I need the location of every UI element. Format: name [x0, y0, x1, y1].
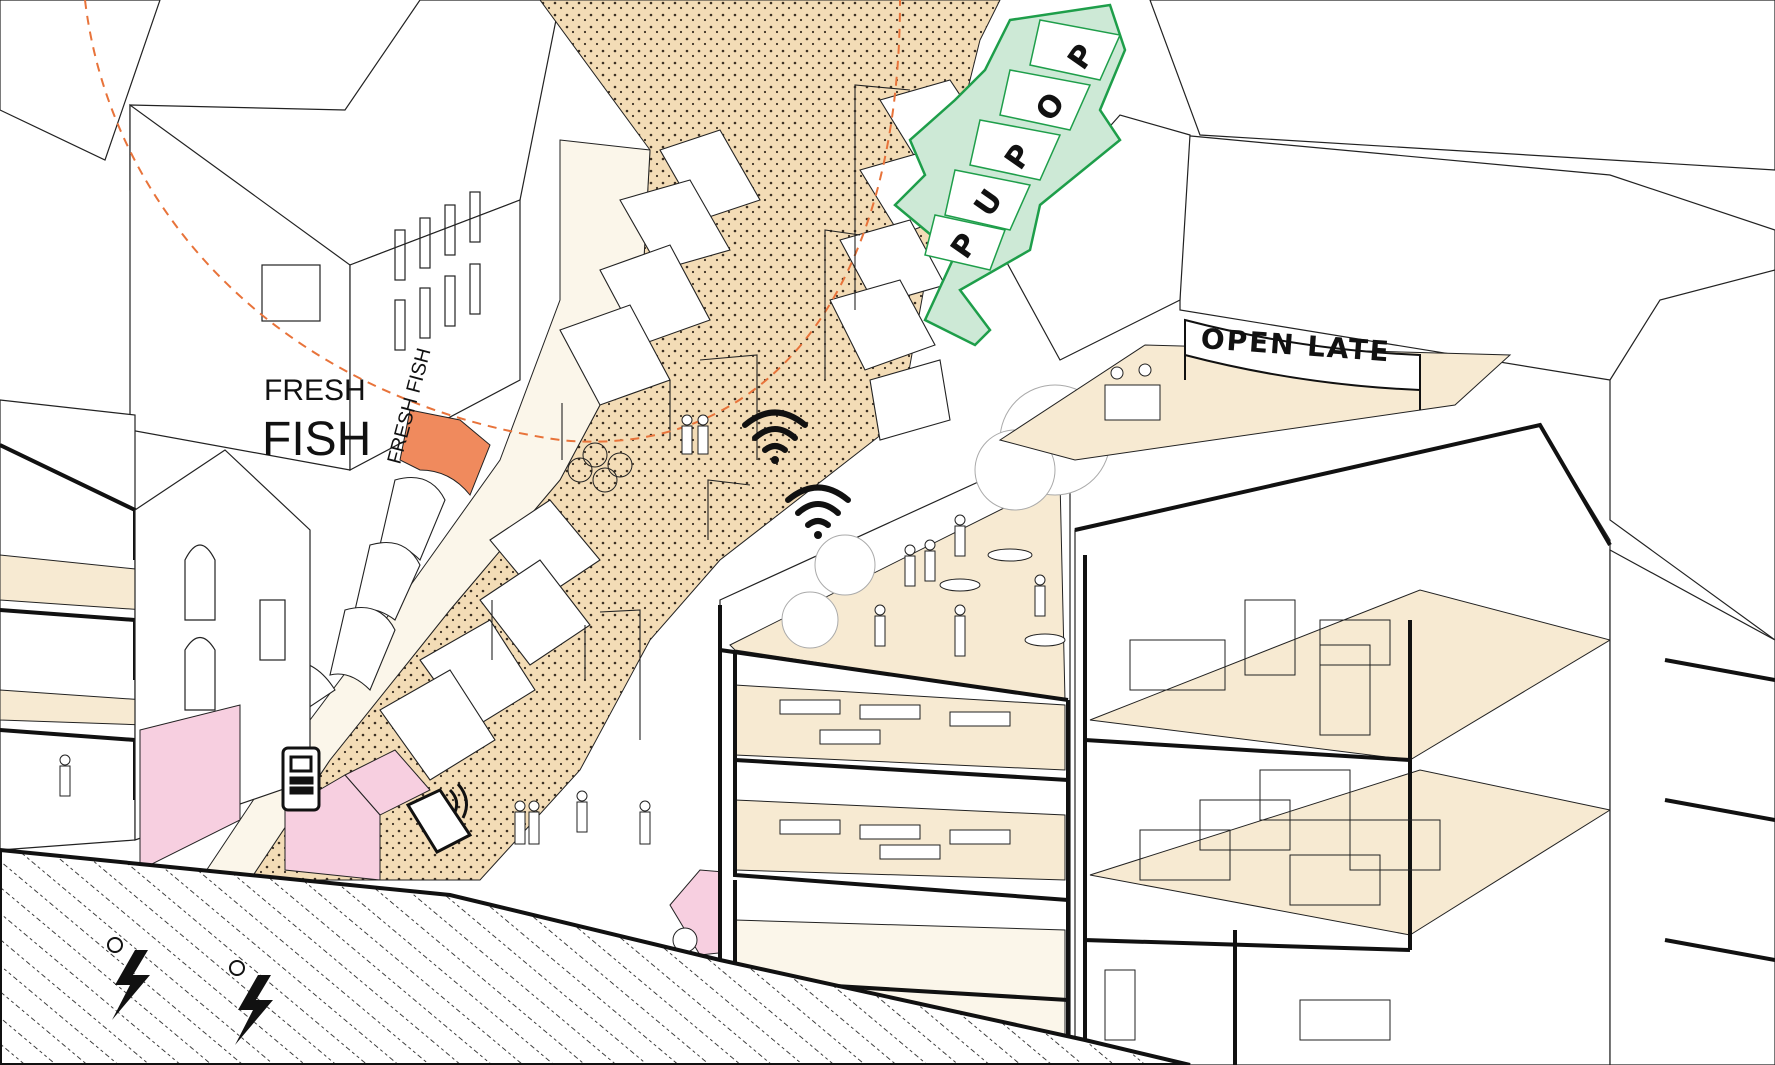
fresh-fish-sign-line2: FISH [262, 413, 371, 466]
far-right-building [1610, 550, 1775, 1065]
wifi-icon [788, 488, 848, 540]
contactless-terminal-icon [283, 748, 319, 810]
right-section-building [1075, 425, 1610, 1065]
fresh-fish-sign-line1: FRESH [264, 374, 366, 407]
